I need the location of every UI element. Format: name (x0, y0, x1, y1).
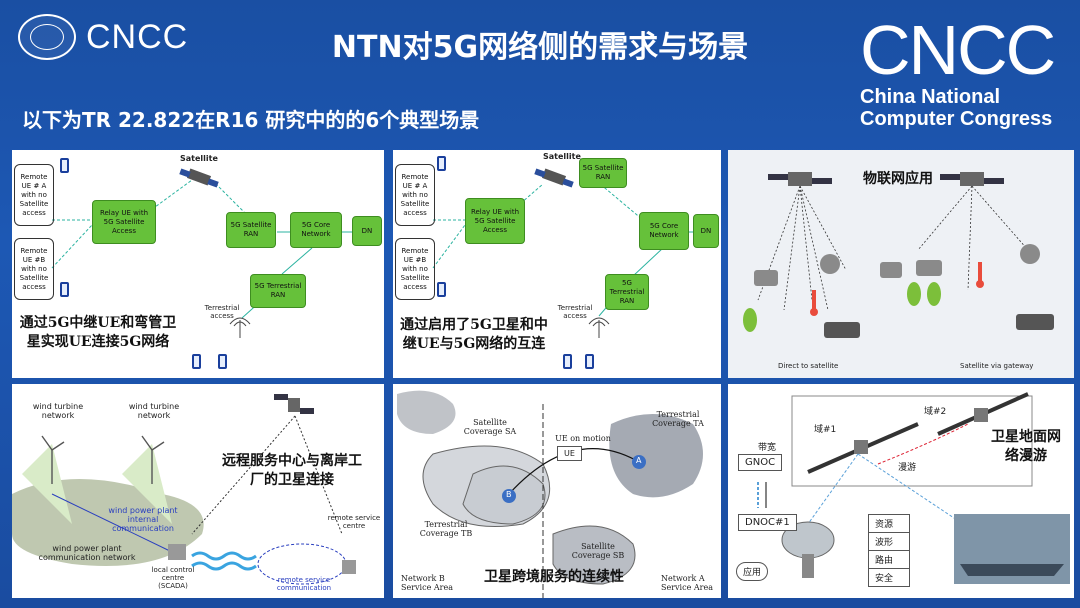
domain-2-label: 域#2 (924, 407, 947, 417)
satellite-icon (534, 168, 574, 188)
resource-item: 资源 (868, 514, 910, 533)
scenario-panel-iot: 物联网应用 Direct to satellite Satellite via … (728, 150, 1074, 378)
panel1-diagram (51, 168, 352, 338)
core-network-box: 5G Core Network (290, 212, 342, 248)
panel6-diagram (757, 392, 1070, 584)
panel1-caption: 通过5G中继UE和弯管卫星实现UE连接5G网络 (19, 315, 177, 350)
antenna-dish-icon (781, 521, 835, 578)
satellite-coverage-sb-label: Satellite Coverage SB (571, 542, 625, 560)
satellite-icon (940, 172, 1004, 186)
core-network-box: 5G Core Network (639, 212, 689, 250)
wind-turbine-network-label: wind turbine network (128, 402, 180, 420)
panel5-diagram (397, 390, 703, 598)
security-item: 安全 (868, 568, 910, 587)
satellite-label: Satellite (543, 152, 581, 161)
wind-turbine-network-label: wind turbine network (32, 402, 84, 420)
panel5-caption: 卫星跨境服务的连续性 (484, 569, 624, 585)
phone-icon (563, 354, 572, 369)
bandwidth-label: 带宽 (758, 443, 777, 453)
scenario-panel-roaming: 域#1 域#2 带宽 GNOC DNOC#1 漫游 资源 波形 路由 安全 应用… (728, 384, 1074, 598)
relay-ue-box: Relay UE with 5G Satellite Access (465, 198, 525, 244)
terrestrial-ran-box: 5G Terrestrial RAN (250, 274, 306, 308)
panel6-caption: 卫星地面网络漫游 (991, 429, 1061, 464)
dn-box: DN (352, 216, 382, 246)
panel3-caption: 物联网应用 (863, 171, 933, 187)
logo-right: CNCC China National Computer Congress (860, 14, 1066, 130)
domain-1-label: 域#1 (814, 425, 837, 435)
point-b-label: B (506, 490, 512, 499)
direct-to-satellite-label: Direct to satellite (778, 362, 839, 370)
panel3-diagram (743, 172, 1054, 338)
phone-icon (60, 158, 69, 173)
scenario-panel-relay-bent-pipe: Satellite Remote UE # A with no Satellit… (12, 150, 384, 378)
iot-devices-icon (754, 244, 1054, 338)
ue-on-motion-label: UE on motion (555, 434, 611, 443)
phone-icon (437, 282, 446, 297)
panel4-caption: 远程服务中心与离岸工厂的卫星连接 (222, 453, 362, 488)
relay-ue-box: Relay UE with 5G Satellite Access (92, 200, 156, 244)
control-centre-icon (168, 544, 186, 560)
phone-icon (585, 354, 594, 369)
dnoc-box: DNOC#1 (738, 514, 797, 531)
roaming-label: 漫游 (898, 463, 917, 473)
remote-ue-a-box: Remote UE # A with no Satellite access (14, 164, 54, 226)
logo-line-1: China National (860, 86, 1001, 108)
phone-icon (437, 156, 446, 171)
terrestrial-coverage-tb-label: Terrestrial Coverage TB (419, 520, 473, 538)
waveform-item: 波形 (868, 532, 910, 551)
remote-ue-b-box: Remote UE #B with no Satellite access (14, 238, 54, 300)
antenna-icon (588, 317, 610, 338)
application-box: 应用 (736, 562, 769, 581)
dn-box: DN (693, 214, 719, 248)
panel4-diagram (12, 394, 356, 585)
satellite-coverage-sa-label: Satellite Coverage SA (463, 418, 517, 436)
satellite-ran-box: 5G Satellite RAN (226, 212, 276, 248)
panel2-caption: 通过启用了5G卫星和中继UE与5G网络的互连 (400, 317, 548, 352)
satellite-via-gateway-label: Satellite via gateway (960, 362, 1034, 370)
terrestrial-access-label: Terrestrial access (557, 304, 593, 320)
phone-icon (60, 282, 69, 297)
satellite-icon (937, 392, 1029, 436)
satellite-icon (274, 394, 314, 414)
satellite-label: Satellite (180, 154, 218, 163)
logo-left: CNCC (18, 14, 188, 60)
phone-icon (218, 354, 227, 369)
logo-big-text: CNCC (860, 11, 1056, 89)
antenna-icon (229, 317, 251, 338)
logo-line-2: Computer Congress (860, 108, 1053, 130)
remote-centre-label: remote service centre (327, 514, 381, 530)
plant-network-label: wind power plant communication network (38, 544, 136, 562)
remote-ue-a-box: Remote UE # A with no Satellite access (395, 164, 435, 226)
control-centre-label: local control centre (SCADA) (151, 566, 195, 590)
thermometer-icon (810, 262, 984, 316)
scenario-panel-cross-border: Satellite Coverage SA Terrestrial Covera… (393, 384, 721, 598)
terrestrial-access-label: Terrestrial access (204, 304, 240, 320)
routing-item: 路由 (868, 550, 910, 569)
remote-comm-label: remote service communication (276, 576, 332, 592)
terrestrial-ran-box: 5G Terrestrial RAN (605, 274, 649, 310)
crop-icon (743, 282, 941, 332)
satellite-ran-box: 5G Satellite RAN (579, 158, 627, 188)
subtitle: 以下为TR 22.822在R16 研究中的的6个典型场景 (22, 108, 480, 132)
scenario-panel-wind-power: wind turbine network wind turbine networ… (12, 384, 384, 598)
satellite-icon (768, 172, 832, 186)
satellite-icon (807, 422, 919, 474)
scenario-panel-regenerative: Satellite 5G Satellite RAN Remote UE # A… (393, 150, 721, 378)
network-b-label: Network B Service Area (401, 574, 453, 592)
gnoc-box: GNOC (738, 454, 783, 471)
service-centre-icon (342, 560, 356, 574)
point-a-label: A (636, 456, 642, 465)
wind-turbine-icon (41, 435, 165, 484)
internal-comm-label: wind power plant internal communication (108, 506, 178, 533)
logo-small-text: CNCC (86, 17, 189, 56)
satellite-icon (179, 168, 219, 188)
phone-icon (192, 354, 201, 369)
ue-box: UE (557, 446, 582, 461)
remote-ue-b-box: Remote UE #B with no Satellite access (395, 238, 435, 300)
seal-icon (18, 14, 76, 60)
network-a-label: Network A Service Area (661, 574, 713, 592)
page-title: NTN对5G网络侧的需求与场景 (331, 30, 749, 65)
terrestrial-coverage-ta-label: Terrestrial Coverage TA (652, 410, 704, 428)
